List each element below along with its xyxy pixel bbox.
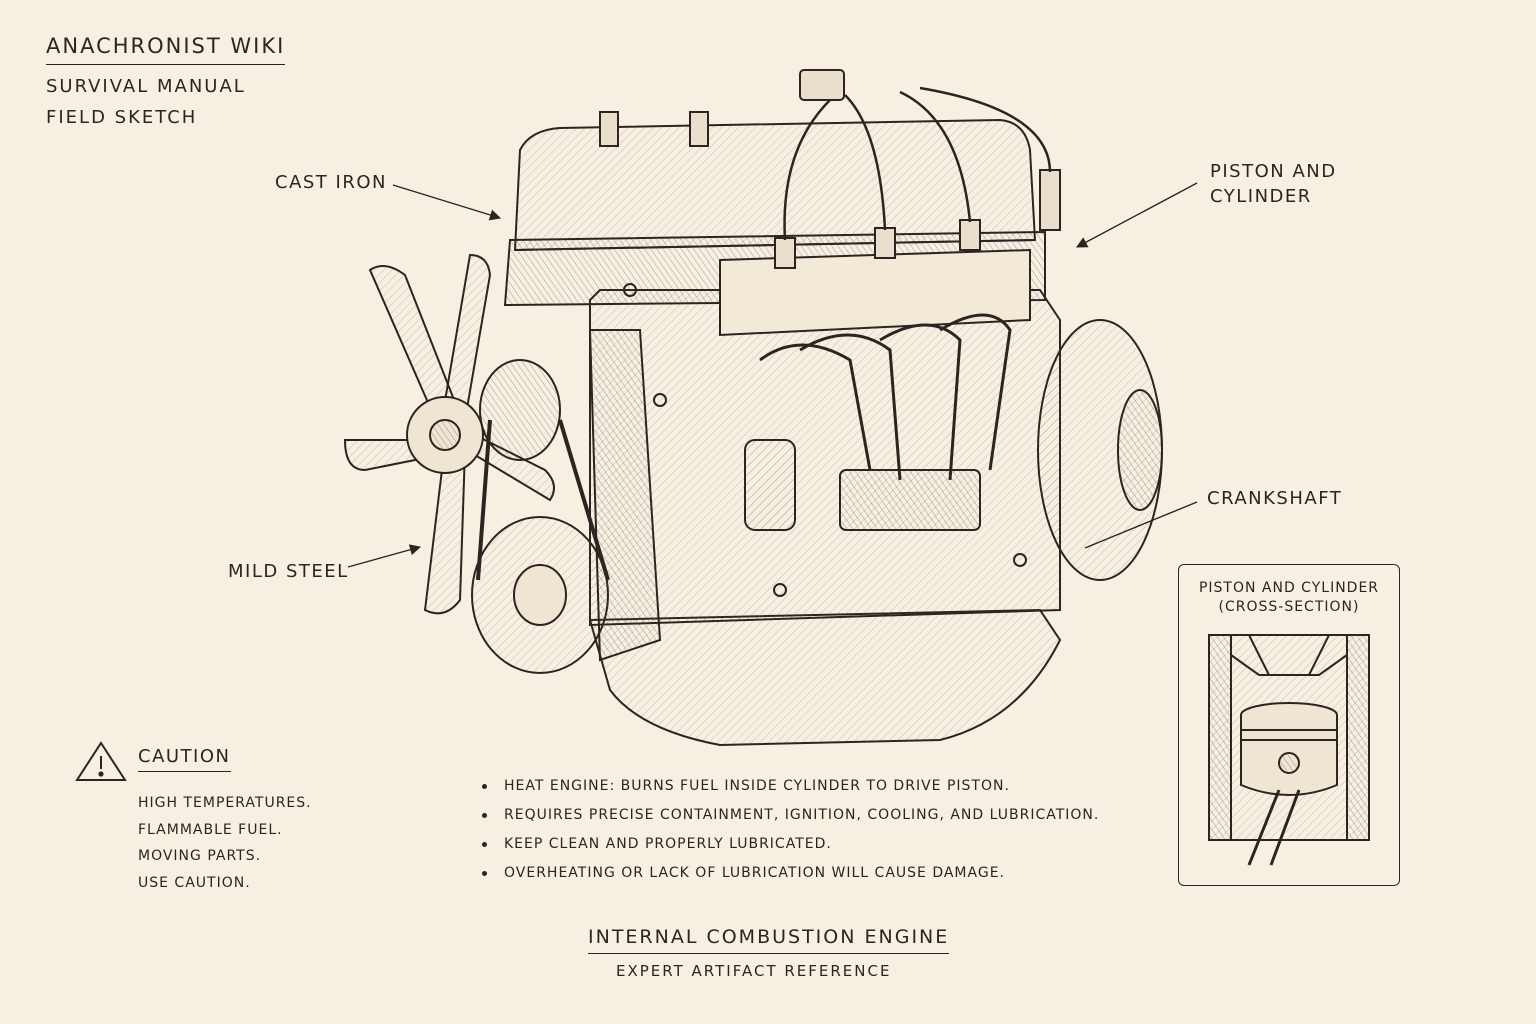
warning-triangle-icon [75,741,127,781]
inset-subtitle-line: (CROSS-SECTION) [1218,599,1360,615]
caution-line: HIGH TEMPERATURES. [138,795,312,811]
callout-piston-line-2: CYLINDER [1210,186,1312,207]
rocker-cover [513,118,1037,252]
inset-title: PISTON AND CYLINDER (CROSS-SECTION) [1179,579,1399,617]
caution-line: MOVING PARTS. [138,848,262,864]
header-subtitle-2: FIELD SKETCH [46,107,198,128]
manifold-cover [719,248,1031,337]
bullet-item: HEAT ENGINE: BURNS FUEL INSIDE CYLINDER … [480,772,1099,801]
spark-plugs [599,69,1061,269]
footer-subtitle: EXPERT ARTIFACT REFERENCE [616,962,892,980]
footer-title: INTERNAL COMBUSTION ENGINE [588,926,950,954]
header-subtitle: SURVIVAL MANUAL [46,76,246,97]
caution-line: FLAMMABLE FUEL. [138,821,283,838]
caution-text: HIGH TEMPERATURES. FLAMMABLE FUEL. MOVIN… [138,790,312,896]
callout-piston-and-cylinder: PISTON AND CYLINDER [1210,159,1337,209]
page-title: ANACHRONIST WIKI [46,34,286,65]
caution-line: USE CAUTION. [138,874,251,891]
piston-cross-section-drawing [1208,634,1370,866]
oil-filter [744,439,796,531]
bullet-item: REQUIRES PRECISE CONTAINMENT, IGNITION, … [480,801,1099,830]
callout-cast-iron: CAST IRON [275,172,387,193]
description-bullets: HEAT ENGINE: BURNS FUEL INSIDE CYLINDER … [480,772,1099,888]
caution-title: CAUTION [138,746,231,772]
engine-block [589,289,1061,627]
oil-pan [588,608,1062,747]
cooling-fan [343,253,555,615]
inset-title-line: PISTON AND CYLINDER [1198,580,1380,596]
callout-mild-steel: MILD STEEL [228,561,349,582]
callout-piston-line-1: PISTON AND [1210,161,1337,182]
bullet-item: KEEP CLEAN AND PROPERLY LUBRICATED. [480,830,1099,859]
callout-crankshaft: CRANKSHAFT [1207,488,1343,509]
fan-pulley [479,359,561,461]
piston-cross-section-inset: PISTON AND CYLINDER (CROSS-SECTION) [1178,564,1400,886]
bullet-item: OVERHEATING OR LACK OF LUBRICATION WILL … [480,859,1099,888]
